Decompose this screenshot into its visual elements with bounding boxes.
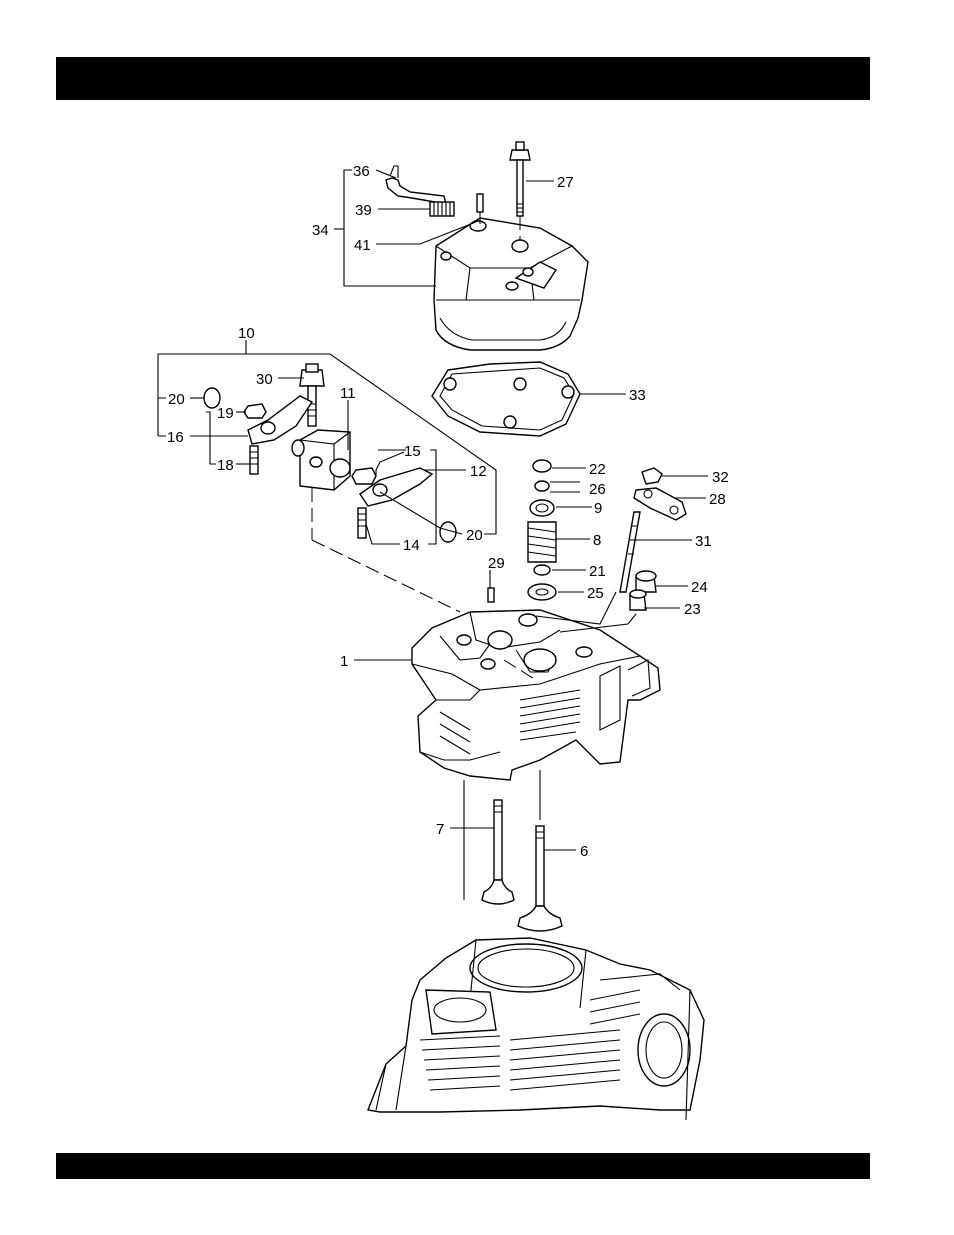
- callout-18: 18: [217, 457, 234, 474]
- callout-22: 22: [589, 461, 606, 478]
- exhaust-valve-7: [482, 800, 514, 904]
- spring-39: [430, 202, 454, 216]
- callout-26: 26: [589, 481, 606, 498]
- rocker-arm-16: [248, 396, 312, 444]
- decompression-lever: [386, 178, 446, 204]
- callout-7: 7: [436, 821, 444, 838]
- pin-41: [477, 194, 483, 212]
- callout-28: 28: [709, 491, 726, 508]
- callout-15: 15: [404, 443, 421, 460]
- callout-1: 1: [340, 653, 348, 670]
- callout-27: 27: [557, 174, 574, 191]
- callout-29: 29: [488, 555, 505, 572]
- callout-30: 30: [256, 371, 273, 388]
- bolt-27: [510, 142, 530, 216]
- retainer-plate-28: [634, 488, 686, 520]
- callout-12: 12: [470, 463, 487, 480]
- intake-valve-6: [518, 826, 562, 931]
- callout-41: 41: [354, 237, 371, 254]
- valve-spring: [528, 522, 556, 562]
- callout-39: 39: [355, 202, 372, 219]
- cylinder-block: [368, 938, 704, 1120]
- callout-20-right: 20: [466, 527, 483, 544]
- callout-19: 19: [217, 405, 234, 422]
- callout-10: 10: [238, 325, 255, 342]
- callout-25: 25: [587, 585, 604, 602]
- footer-bar: [56, 1153, 870, 1179]
- callout-9: 9: [594, 500, 602, 517]
- callout-14: 14: [403, 537, 420, 554]
- callout-31: 31: [695, 533, 712, 550]
- rocker-arm-assembly: [204, 364, 460, 612]
- cylinder-head: [412, 610, 660, 780]
- callout-6: 6: [580, 843, 588, 860]
- callout-20-left: 20: [168, 391, 185, 408]
- callout-23: 23: [684, 601, 701, 618]
- callout-24: 24: [691, 579, 708, 596]
- callout-33: 33: [629, 387, 646, 404]
- callout-36: 36: [353, 163, 370, 180]
- callout-34: 34: [312, 222, 329, 239]
- callout-21: 21: [589, 563, 606, 580]
- callout-11: 11: [340, 385, 356, 402]
- callout-16: 16: [167, 429, 184, 446]
- callout-32: 32: [712, 469, 729, 486]
- callout-8: 8: [593, 532, 601, 549]
